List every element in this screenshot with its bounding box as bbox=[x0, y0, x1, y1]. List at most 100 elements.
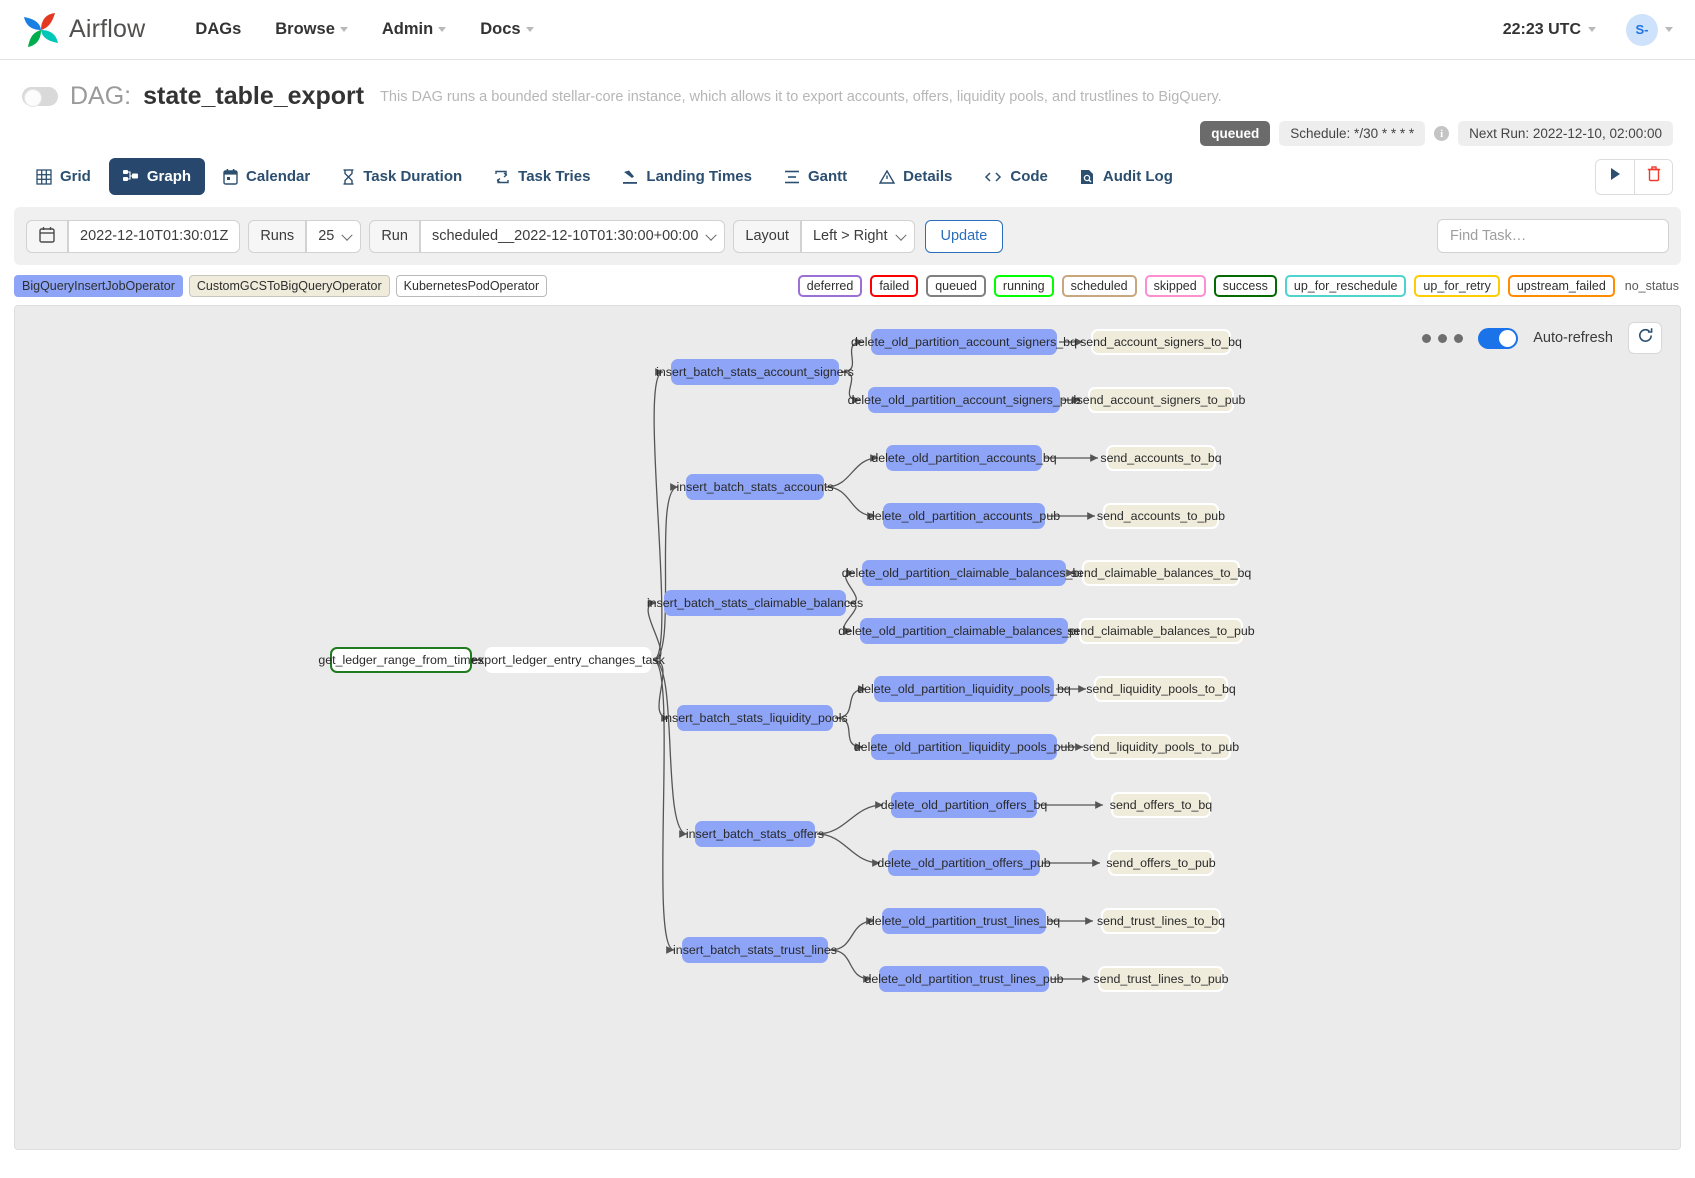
tab-graph[interactable]: Graph bbox=[108, 158, 206, 195]
tab-details[interactable]: Details bbox=[865, 158, 966, 195]
task-node-label: insert_batch_stats_accounts bbox=[676, 480, 834, 494]
task-node-send-trust-lines-to-pub[interactable]: send_trust_lines_to_pub bbox=[1093, 966, 1229, 992]
brand-name: Airflow bbox=[69, 15, 146, 43]
task-node-send-liquidity-pools-to-pub[interactable]: send_liquidity_pools_to_pub bbox=[1083, 734, 1239, 760]
task-node-delete-old-partition-offers-bq[interactable]: delete_old_partition_offers_bq bbox=[881, 792, 1047, 818]
dag-pause-toggle[interactable] bbox=[22, 87, 58, 107]
status-legend-up-for-reschedule[interactable]: up_for_reschedule bbox=[1284, 275, 1407, 297]
task-node-insert-batch-stats-claimable-balances[interactable]: insert_batch_stats_claimable_balances bbox=[647, 590, 863, 616]
status-legend-failed[interactable]: failed bbox=[870, 275, 919, 297]
status-legend-upstream-failed[interactable]: upstream_failed bbox=[1507, 275, 1615, 297]
task-node-send-account-signers-to-pub[interactable]: send_account_signers_to_pub bbox=[1077, 387, 1245, 413]
task-node-insert-batch-stats-account-signers[interactable]: insert_batch_stats_account_signers bbox=[656, 359, 854, 385]
dag-actions bbox=[1595, 158, 1673, 195]
status-legend-skipped[interactable]: skipped bbox=[1144, 275, 1206, 297]
tab-task-duration[interactable]: Task Duration bbox=[328, 158, 476, 195]
hourglass-icon bbox=[342, 168, 355, 185]
status-legend-running[interactable]: running bbox=[993, 275, 1054, 297]
tab-audit-log[interactable]: Audit Log bbox=[1066, 158, 1187, 195]
dag-graph-pane[interactable]: Auto-refresh get_ledger_range_from_times… bbox=[14, 305, 1681, 1150]
timezone-selector[interactable]: 22:23 UTC bbox=[1503, 21, 1596, 39]
task-node-send-accounts-to-pub[interactable]: send_accounts_to_pub bbox=[1097, 503, 1225, 529]
operator-badge-bigqueryinsertjoboperator[interactable]: BigQueryInsertJobOperator bbox=[14, 275, 183, 297]
tab-task-duration-label: Task Duration bbox=[363, 168, 463, 185]
run-select[interactable]: scheduled__2022-12-10T01:30:00+00:00 bbox=[419, 219, 726, 253]
task-node-delete-old-partition-trust-lines-bq[interactable]: delete_old_partition_trust_lines_bq bbox=[868, 908, 1060, 934]
task-node-get-ledger-range-from-times[interactable]: get_ledger_range_from_times bbox=[318, 647, 484, 673]
brand-logo-area[interactable]: Airflow bbox=[22, 11, 145, 49]
runs-select[interactable]: 25 bbox=[306, 219, 362, 253]
task-node-delete-old-partition-account-signers-bq[interactable]: delete_old_partition_account_signers_bq bbox=[851, 329, 1077, 355]
base-date-input[interactable]: 2022-12-10T01:30:01Z bbox=[68, 219, 241, 253]
task-node-label: delete_old_partition_claimable_balances_… bbox=[838, 624, 1090, 638]
task-node-send-liquidity-pools-to-bq[interactable]: send_liquidity_pools_to_bq bbox=[1086, 676, 1236, 702]
task-node-send-offers-to-bq[interactable]: send_offers_to_bq bbox=[1110, 792, 1212, 818]
auto-refresh-toggle[interactable] bbox=[1478, 327, 1519, 349]
task-node-delete-old-partition-offers-pub[interactable]: delete_old_partition_offers_pub bbox=[877, 850, 1051, 876]
info-icon[interactable]: i bbox=[1434, 126, 1450, 141]
nav-link-browse[interactable]: Browse bbox=[275, 20, 348, 39]
layout-select[interactable]: Left > Right bbox=[800, 219, 915, 253]
runs-filter-group: Runs 25 bbox=[248, 219, 362, 253]
legend-row: BigQueryInsertJobOperator CustomGCSToBig… bbox=[0, 265, 1695, 305]
status-legend-up-for-retry[interactable]: up_for_retry bbox=[1414, 275, 1500, 297]
status-legend-success[interactable]: success bbox=[1213, 275, 1277, 297]
task-node-label: delete_old_partition_accounts_pub bbox=[867, 509, 1061, 523]
code-icon bbox=[984, 169, 1002, 185]
airflow-logo-icon bbox=[22, 11, 60, 49]
task-node-send-accounts-to-bq[interactable]: send_accounts_to_bq bbox=[1100, 445, 1222, 471]
task-node-delete-old-partition-trust-lines-pub[interactable]: delete_old_partition_trust_lines_pub bbox=[864, 966, 1064, 992]
nav-link-docs[interactable]: Docs bbox=[480, 20, 534, 39]
task-node-label: delete_old_partition_liquidity_pools_bq bbox=[857, 682, 1071, 696]
tab-landing-times[interactable]: Landing Times bbox=[608, 158, 766, 195]
task-node-export-ledger-entry-changes-task[interactable]: export_ledger_entry_changes_task bbox=[471, 647, 665, 673]
retry-icon bbox=[494, 169, 510, 185]
operator-badge-customgcstobigqueryoperator[interactable]: CustomGCSToBigQueryOperator bbox=[188, 275, 390, 297]
chevron-down-icon bbox=[1665, 27, 1673, 32]
zoom-controls-dots[interactable] bbox=[1422, 333, 1464, 343]
tab-calendar[interactable]: Calendar bbox=[209, 158, 324, 195]
chevron-down-icon bbox=[438, 27, 447, 32]
task-node-delete-old-partition-accounts-pub[interactable]: delete_old_partition_accounts_pub bbox=[868, 503, 1060, 529]
status-legend-no-status[interactable]: no_status bbox=[1624, 279, 1679, 293]
task-node-delete-old-partition-claimable-balances-bq[interactable]: delete_old_partition_claimable_balances_… bbox=[842, 560, 1086, 586]
tab-task-tries[interactable]: Task Tries bbox=[480, 158, 604, 195]
update-button[interactable]: Update bbox=[924, 219, 1004, 253]
task-node-delete-old-partition-accounts-bq[interactable]: delete_old_partition_accounts_bq bbox=[871, 445, 1057, 471]
operator-badge-kubernetespodoperator[interactable]: KubernetesPodOperator bbox=[395, 275, 548, 297]
tab-gantt[interactable]: Gantt bbox=[770, 158, 861, 195]
status-legend-queued[interactable]: queued bbox=[926, 275, 986, 297]
task-node-send-trust-lines-to-bq[interactable]: send_trust_lines_to_bq bbox=[1097, 908, 1225, 934]
calendar-picker-button[interactable] bbox=[26, 219, 68, 253]
task-node-insert-batch-stats-trust-lines[interactable]: insert_batch_stats_trust_lines bbox=[673, 937, 837, 963]
delete-dag-button[interactable] bbox=[1634, 159, 1672, 194]
task-node-delete-old-partition-claimable-balances-pub[interactable]: delete_old_partition_claimable_balances_… bbox=[838, 618, 1090, 644]
trigger-dag-button[interactable] bbox=[1596, 159, 1634, 194]
nav-link-admin[interactable]: Admin bbox=[382, 20, 447, 39]
task-node-insert-batch-stats-offers[interactable]: insert_batch_stats_offers bbox=[686, 821, 824, 847]
task-node-send-claimable-balances-to-pub[interactable]: send_claimable_balances_to_pub bbox=[1067, 618, 1255, 644]
tab-code[interactable]: Code bbox=[970, 158, 1062, 195]
status-legend-scheduled[interactable]: scheduled bbox=[1061, 275, 1137, 297]
refresh-button[interactable] bbox=[1628, 322, 1662, 354]
status-legend-deferred[interactable]: deferred bbox=[797, 275, 863, 297]
task-node-label: delete_old_partition_offers_pub bbox=[877, 856, 1051, 870]
task-node-send-account-signers-to-bq[interactable]: send_account_signers_to_bq bbox=[1080, 329, 1242, 355]
task-node-send-claimable-balances-to-bq[interactable]: send_claimable_balances_to_bq bbox=[1071, 560, 1251, 586]
task-node-insert-batch-stats-liquidity-pools[interactable]: insert_batch_stats_liquidity_pools bbox=[662, 705, 848, 731]
task-node-send-offers-to-pub[interactable]: send_offers_to_pub bbox=[1106, 850, 1216, 876]
task-node-delete-old-partition-account-signers-pub[interactable]: delete_old_partition_account_signers_pub bbox=[848, 387, 1080, 413]
task-node-label: send_trust_lines_to_bq bbox=[1096, 914, 1226, 928]
task-node-delete-old-partition-liquidity-pools-pub[interactable]: delete_old_partition_liquidity_pools_pub bbox=[854, 734, 1074, 760]
find-task-input[interactable]: Find Task… bbox=[1437, 219, 1669, 253]
tab-task-tries-label: Task Tries bbox=[518, 168, 591, 185]
nav-link-dags[interactable]: DAGs bbox=[195, 20, 241, 39]
top-navbar: Airflow DAGs Browse Admin Docs 22:23 UTC… bbox=[0, 0, 1695, 60]
task-node-delete-old-partition-liquidity-pools-bq[interactable]: delete_old_partition_liquidity_pools_bq bbox=[857, 676, 1071, 702]
task-node-label: export_ledger_entry_changes_task bbox=[471, 653, 665, 667]
tab-grid[interactable]: Grid bbox=[22, 158, 105, 195]
user-menu[interactable]: S- bbox=[1626, 13, 1673, 46]
task-node-insert-batch-stats-accounts[interactable]: insert_batch_stats_accounts bbox=[676, 474, 834, 500]
page-title: state_table_export bbox=[143, 82, 365, 110]
